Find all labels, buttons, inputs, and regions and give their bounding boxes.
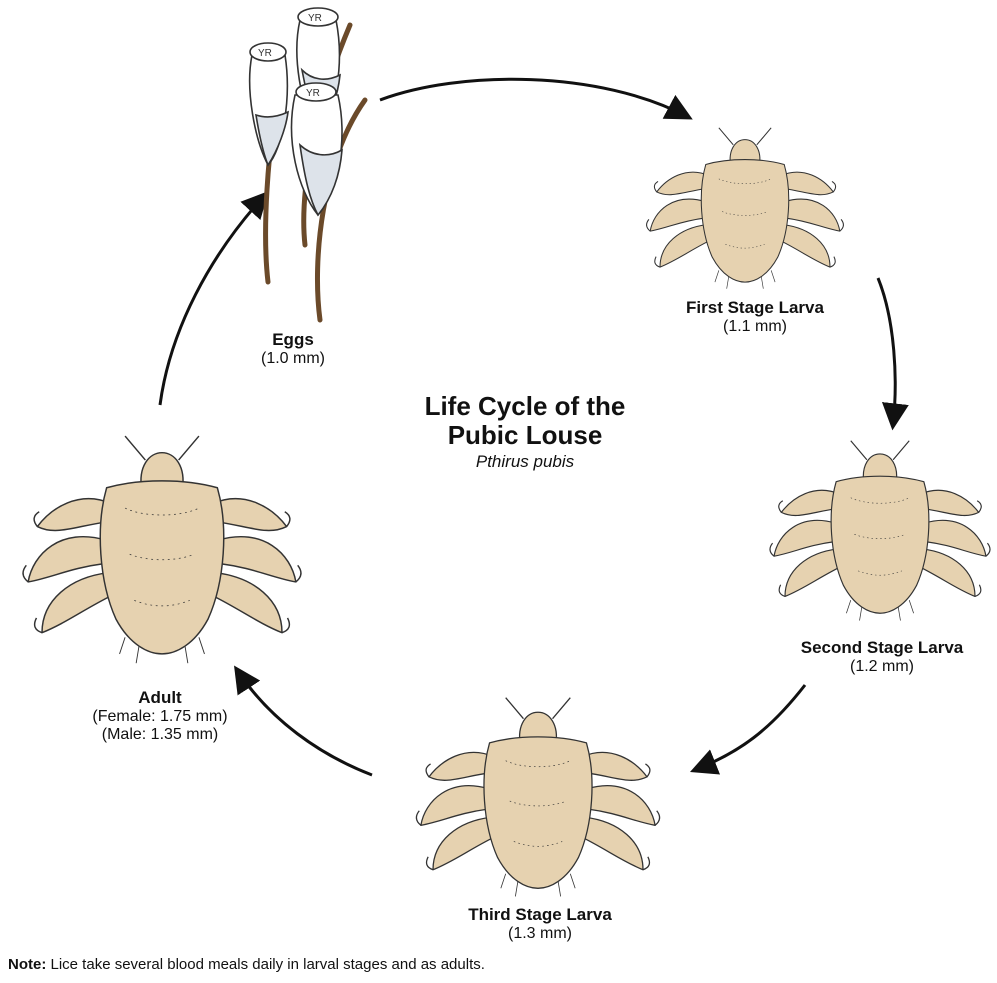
stage-size: (1.2 mm) — [770, 658, 994, 676]
second-stage-larva-label: Second Stage Larva (1.2 mm) — [770, 638, 994, 676]
eggs-illustration: YR YR YR — [250, 8, 365, 320]
arrow-eggs-to-first — [380, 79, 688, 117]
adult-female-size: (Female: 1.75 mm) — [55, 708, 265, 726]
egg-cap-mark: YR — [258, 48, 272, 59]
egg-cap-mark: YR — [308, 13, 322, 24]
third-stage-larva-label: Third Stage Larva (1.3 mm) — [420, 905, 660, 943]
note-text: Lice take several blood meals daily in l… — [46, 956, 485, 973]
arrow-second-to-third — [695, 685, 805, 770]
stage-size: (1.1 mm) — [640, 318, 870, 336]
species-subtitle: Pthirus pubis — [350, 452, 700, 472]
stage-name: First Stage Larva — [640, 298, 870, 318]
stage-name: Eggs — [238, 330, 348, 350]
egg-cap-mark: YR — [306, 88, 320, 99]
eggs-label: Eggs (1.0 mm) — [238, 330, 348, 368]
stage-name: Second Stage Larva — [770, 638, 994, 658]
third-stage-larva-illustration — [416, 698, 659, 897]
stage-name: Third Stage Larva — [420, 905, 660, 925]
stage-size: (1.3 mm) — [420, 925, 660, 943]
title-block: Life Cycle of the Pubic Louse Pthirus pu… — [350, 392, 700, 472]
note-label: Note: — [8, 956, 46, 973]
egg-band — [256, 112, 288, 165]
arrow-adult-to-eggs — [160, 195, 265, 405]
second-stage-larva-illustration — [770, 441, 990, 621]
first-stage-larva-illustration — [647, 128, 844, 289]
footnote: Note: Lice take several blood meals dail… — [8, 956, 485, 973]
title-line-1: Life Cycle of the — [350, 392, 700, 421]
stage-name: Adult — [55, 688, 265, 708]
adult-male-size: (Male: 1.35 mm) — [55, 726, 265, 744]
adult-label: Adult (Female: 1.75 mm) (Male: 1.35 mm) — [55, 688, 265, 744]
first-stage-larva-label: First Stage Larva (1.1 mm) — [640, 298, 870, 336]
stage-size: (1.0 mm) — [238, 350, 348, 368]
adult-illustration — [23, 436, 301, 663]
title-line-2: Pubic Louse — [350, 421, 700, 450]
arrow-first-to-second — [878, 278, 895, 425]
